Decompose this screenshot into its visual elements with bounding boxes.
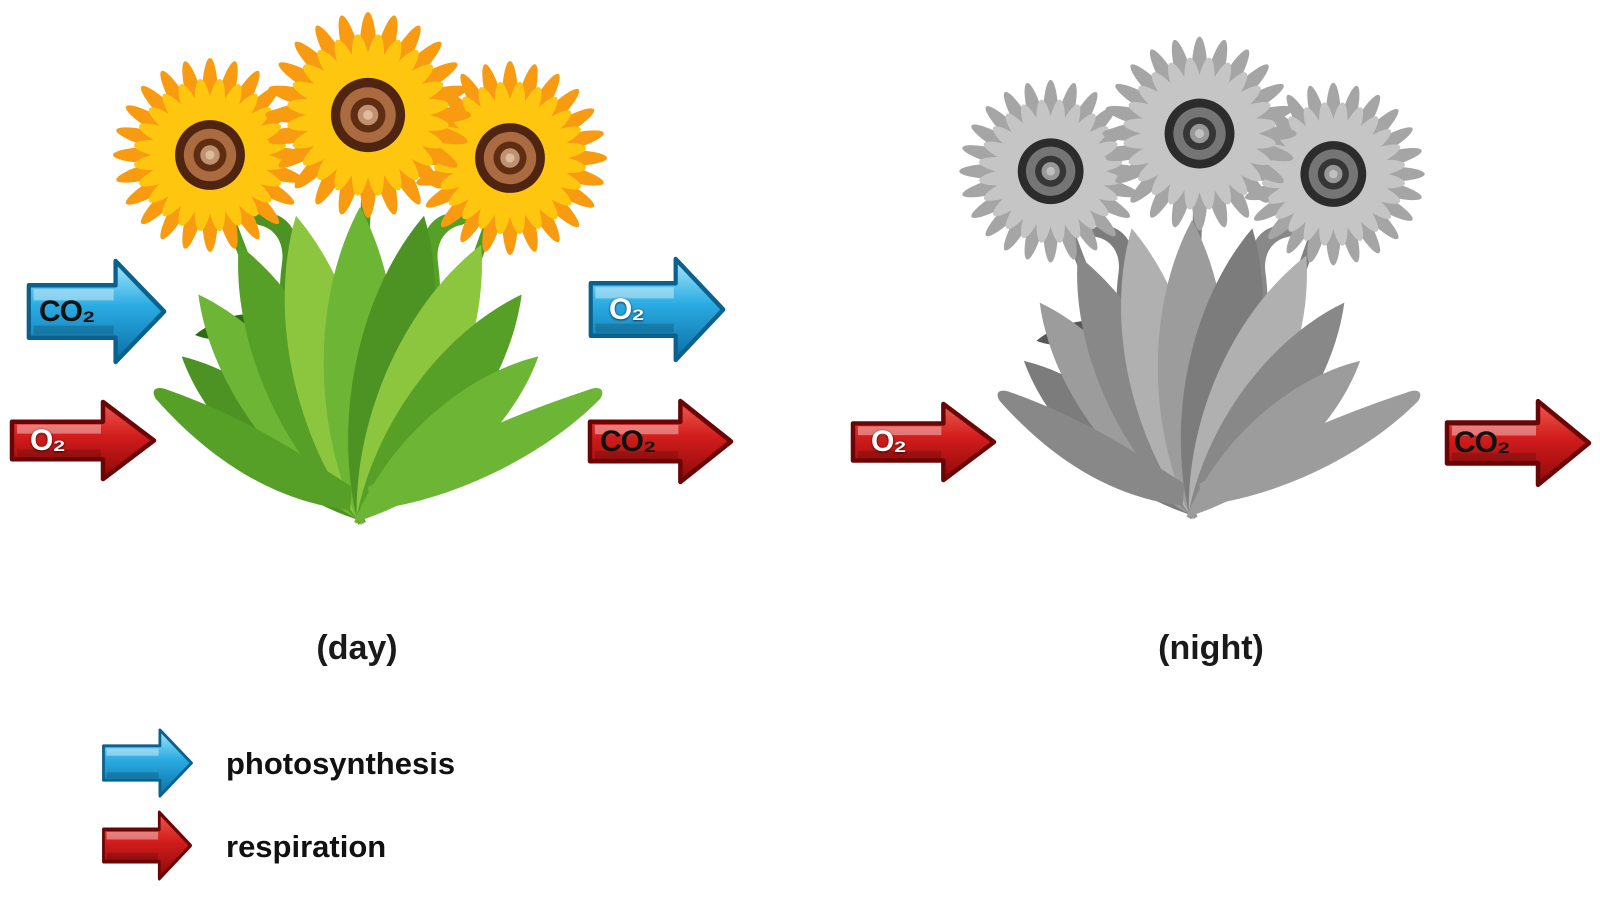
gas-label: O₂	[609, 292, 645, 326]
night-o2-in-arrow: O₂	[849, 400, 998, 484]
right-arrow-icon	[102, 810, 192, 881]
day-co2-out-arrow: CO₂	[586, 397, 735, 486]
night-co2-out-arrow: CO₂	[1443, 397, 1593, 489]
day-o2-out-arrow: O₂	[587, 253, 727, 366]
day-plant-illustration	[113, 12, 607, 525]
gas-label: CO₂	[600, 424, 656, 458]
right-arrow-icon	[26, 258, 167, 365]
right-arrow-icon	[850, 401, 997, 483]
right-arrow-icon	[588, 256, 726, 363]
gas-label: O₂	[871, 425, 907, 458]
right-arrow-icon	[9, 399, 157, 482]
night-caption: (night)	[1158, 629, 1264, 667]
day-caption: (day)	[316, 629, 398, 667]
right-arrow-icon	[1444, 398, 1592, 488]
day-co2-in-arrow: CO₂	[25, 255, 168, 368]
legend-photosynthesis-arrow-icon	[101, 726, 194, 800]
legend-respiration-label: respiration	[226, 829, 387, 864]
legend-respiration-arrow-icon	[101, 809, 193, 882]
right-arrow-icon	[587, 398, 734, 485]
night-plant-illustration	[959, 36, 1425, 520]
legend-photosynthesis-label: photosynthesis	[226, 746, 456, 781]
right-arrow-icon	[102, 728, 193, 798]
day-o2-in-arrow: O₂	[8, 398, 158, 483]
gas-label: CO₂	[1454, 426, 1510, 459]
gas-label: CO₂	[39, 294, 95, 328]
gas-label: O₂	[30, 423, 66, 457]
